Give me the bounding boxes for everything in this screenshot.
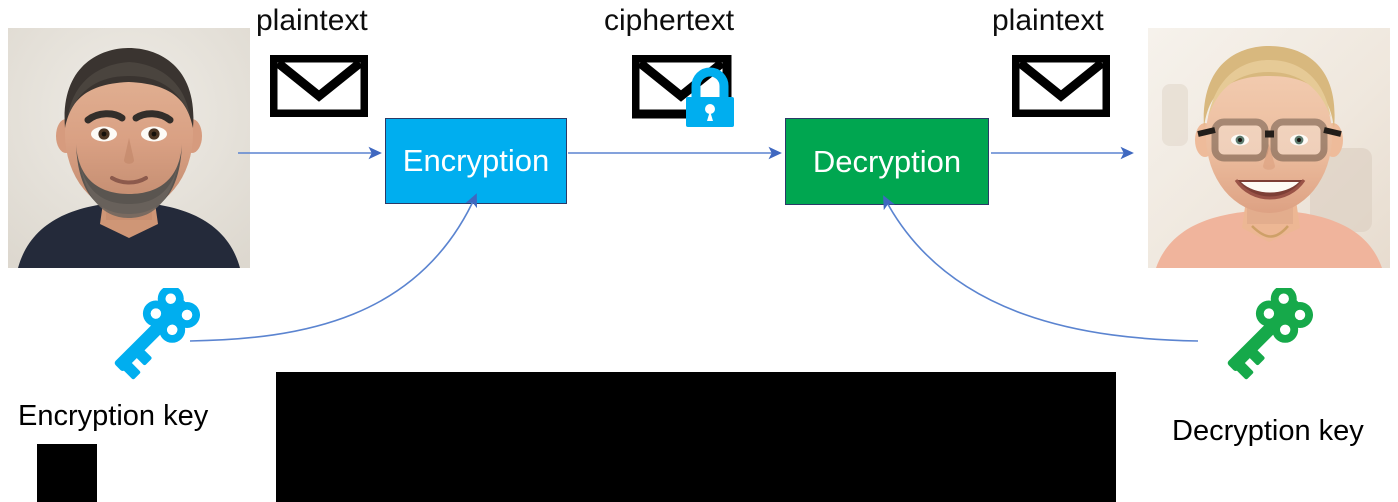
decryption-key-label: Decryption key xyxy=(1172,415,1364,447)
envelope-icon xyxy=(1012,55,1110,117)
encryption-key-icon xyxy=(92,288,200,390)
encryption-box-label: Encryption xyxy=(402,143,550,178)
arrow-enckey-to-encryption xyxy=(189,193,477,342)
envelope-with-lock-icon xyxy=(632,55,742,127)
plaintext-label-left: plaintext xyxy=(256,4,368,37)
plaintext-label-right: plaintext xyxy=(992,4,1104,37)
decryption-key-icon xyxy=(1205,288,1313,390)
redaction-block-small xyxy=(37,444,97,502)
lock-icon xyxy=(686,67,734,127)
arrow-deckey-to-decryption xyxy=(883,195,1199,342)
decryption-box[interactable]: Decryption xyxy=(785,118,989,205)
redaction-block-main xyxy=(276,372,1116,502)
encryption-box[interactable]: Encryption xyxy=(385,118,567,204)
encryption-key-label: Encryption key xyxy=(18,400,209,432)
decryption-box-label: Decryption xyxy=(812,143,962,179)
receiver-portrait xyxy=(1148,28,1390,268)
ciphertext-label: ciphertext xyxy=(604,4,735,37)
envelope-icon xyxy=(270,55,368,117)
sender-portrait xyxy=(8,28,250,268)
